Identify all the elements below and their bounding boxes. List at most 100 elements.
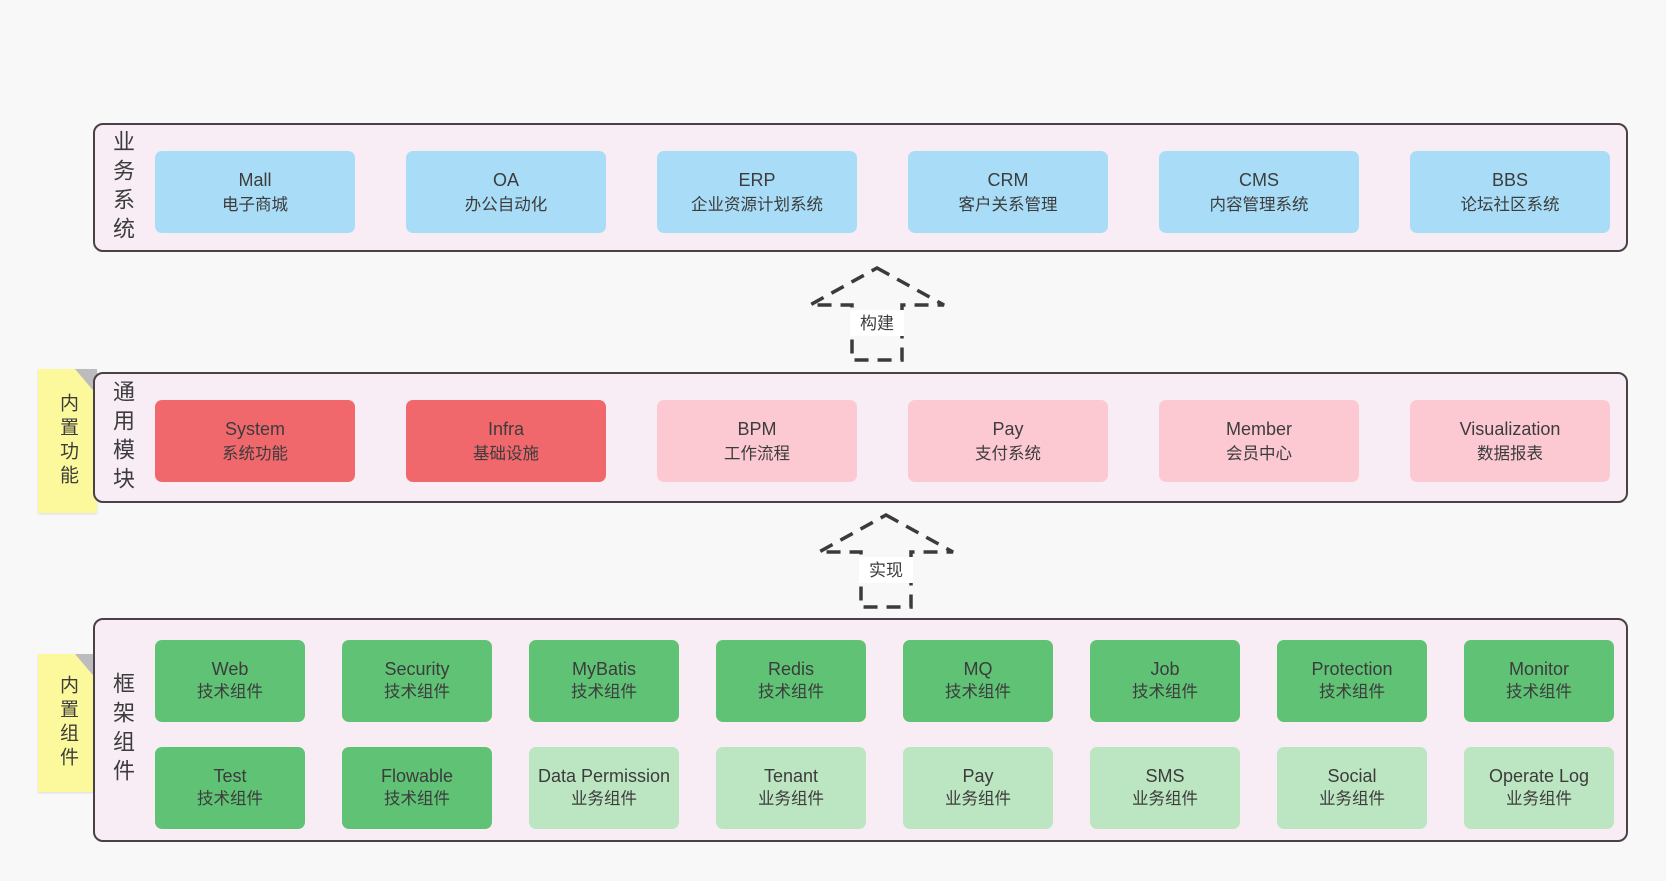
arrow-label: 构建 xyxy=(860,314,894,333)
box-bpm: BPM 工作流程 xyxy=(657,400,857,482)
box-job: Job 技术组件 xyxy=(1090,640,1240,722)
box-test: Test 技术组件 xyxy=(155,747,305,829)
box-name: Security xyxy=(384,659,450,679)
box-monitor: Monitor 技术组件 xyxy=(1464,640,1614,722)
box-desc: 业务组件 xyxy=(945,790,1011,808)
box-security: Security 技术组件 xyxy=(342,640,492,722)
layer-label: 框架组件 xyxy=(110,672,135,788)
box-desc: 技术组件 xyxy=(758,683,824,701)
box-protection: Protection 技术组件 xyxy=(1277,640,1427,722)
box-desc: 业务组件 xyxy=(1506,790,1572,808)
box-name: Pay xyxy=(992,418,1024,439)
box-desc: 论坛社区系统 xyxy=(1460,195,1560,214)
implement-arrow-icon: 实现 xyxy=(818,513,954,609)
box-flowable: Flowable 技术组件 xyxy=(342,747,492,829)
box-name: MyBatis xyxy=(571,659,636,679)
box-desc: 技术组件 xyxy=(197,683,263,701)
layer-common-modules: 通用模块 System 系统功能 Infra 基础设施 BPM 工作流程 Pay… xyxy=(93,372,1628,503)
box-desc: 技术组件 xyxy=(384,790,450,808)
box-desc: 会员中心 xyxy=(1226,444,1292,463)
box-web: Web 技术组件 xyxy=(155,640,305,722)
sticky-note-built-in-features: 内置功能 xyxy=(38,369,97,513)
box-desc: 工作流程 xyxy=(724,444,790,463)
box-desc: 业务组件 xyxy=(1132,790,1198,808)
box-system: System 系统功能 xyxy=(155,400,355,482)
box-operate-log: Operate Log 业务组件 xyxy=(1464,747,1614,829)
box-desc: 技术组件 xyxy=(384,683,450,701)
box-desc: 电子商城 xyxy=(222,195,288,214)
box-name: Web xyxy=(211,659,249,679)
box-desc: 技术组件 xyxy=(1319,683,1385,701)
box-desc: 基础设施 xyxy=(473,444,539,463)
box-tenant: Tenant 业务组件 xyxy=(716,747,866,829)
framework-row-2: Test 技术组件 Flowable 技术组件 Data Permission … xyxy=(155,747,1614,829)
layer-label: 通用模块 xyxy=(110,379,135,496)
layer-framework-components: 框架组件 Web 技术组件 Security 技术组件 MyBatis 技术组件… xyxy=(93,618,1628,842)
box-name: ERP xyxy=(738,169,776,190)
box-desc: 企业资源计划系统 xyxy=(691,195,823,214)
box-desc: 技术组件 xyxy=(571,683,637,701)
box-member: Member 会员中心 xyxy=(1159,400,1359,482)
box-name: SMS xyxy=(1145,766,1185,786)
box-name: Flowable xyxy=(380,766,454,786)
business-box-row: Mall 电子商城 OA 办公自动化 ERP 企业资源计划系统 CRM 客户关系… xyxy=(155,151,1610,233)
box-name: MQ xyxy=(963,659,993,679)
box-name: System xyxy=(224,418,285,439)
box-desc: 业务组件 xyxy=(571,790,637,808)
box-name: Visualization xyxy=(1459,418,1561,439)
box-crm: CRM 客户关系管理 xyxy=(908,151,1108,233)
box-mybatis: MyBatis 技术组件 xyxy=(529,640,679,722)
box-name: BPM xyxy=(737,418,777,439)
box-desc: 数据报表 xyxy=(1477,444,1543,463)
box-mall: Mall 电子商城 xyxy=(155,151,355,233)
box-desc: 技术组件 xyxy=(1132,683,1198,701)
box-desc: 业务组件 xyxy=(758,790,824,808)
build-arrow-icon: 构建 xyxy=(809,266,945,362)
box-name: Test xyxy=(213,766,247,786)
box-desc: 内容管理系统 xyxy=(1209,195,1309,214)
box-desc: 系统功能 xyxy=(222,444,288,463)
sticky-note-built-in-components: 内置组件 xyxy=(38,654,97,792)
box-name: Mall xyxy=(238,169,272,190)
box-desc: 办公自动化 xyxy=(464,195,548,214)
box-desc: 业务组件 xyxy=(1319,790,1385,808)
box-name: Job xyxy=(1150,659,1180,679)
note-fold-corner-icon xyxy=(75,654,97,680)
layer-business-systems: 业务系统 Mall 电子商城 OA 办公自动化 ERP 企业资源计划系统 CRM… xyxy=(93,123,1628,252)
note-fold-corner-icon xyxy=(75,369,97,395)
box-desc: 技术组件 xyxy=(197,790,263,808)
box-name: Infra xyxy=(487,418,525,439)
layer-label: 业务系统 xyxy=(110,129,135,246)
box-name: Social xyxy=(1327,766,1377,786)
box-name: Data Permission xyxy=(537,766,671,786)
box-name: Tenant xyxy=(763,766,819,786)
box-name: Monitor xyxy=(1508,659,1570,679)
box-cms: CMS 内容管理系统 xyxy=(1159,151,1359,233)
box-desc: 技术组件 xyxy=(1506,683,1572,701)
arrow-label: 实现 xyxy=(869,561,903,580)
box-sms: SMS 业务组件 xyxy=(1090,747,1240,829)
box-oa: OA 办公自动化 xyxy=(406,151,606,233)
box-pay-component: Pay 业务组件 xyxy=(903,747,1053,829)
box-data-permission: Data Permission 业务组件 xyxy=(529,747,679,829)
box-social: Social 业务组件 xyxy=(1277,747,1427,829)
box-redis: Redis 技术组件 xyxy=(716,640,866,722)
box-desc: 支付系统 xyxy=(975,444,1041,463)
box-name: Member xyxy=(1225,418,1292,439)
box-name: OA xyxy=(492,169,519,190)
box-bbs: BBS 论坛社区系统 xyxy=(1410,151,1610,233)
framework-row-1: Web 技术组件 Security 技术组件 MyBatis 技术组件 Redi… xyxy=(155,640,1614,722)
arrow-label-bg xyxy=(850,310,904,336)
sticky-note-label: 内置组件 xyxy=(57,675,78,771)
box-name: Pay xyxy=(962,766,994,786)
arrow-label-bg xyxy=(859,557,913,583)
box-name: BBS xyxy=(1491,169,1529,190)
box-pay-module: Pay 支付系统 xyxy=(908,400,1108,482)
sticky-note-label: 内置功能 xyxy=(57,393,78,489)
box-name: CRM xyxy=(987,169,1029,190)
box-visualization: Visualization 数据报表 xyxy=(1410,400,1610,482)
box-name: Operate Log xyxy=(1488,766,1590,786)
box-infra: Infra 基础设施 xyxy=(406,400,606,482)
box-erp: ERP 企业资源计划系统 xyxy=(657,151,857,233)
